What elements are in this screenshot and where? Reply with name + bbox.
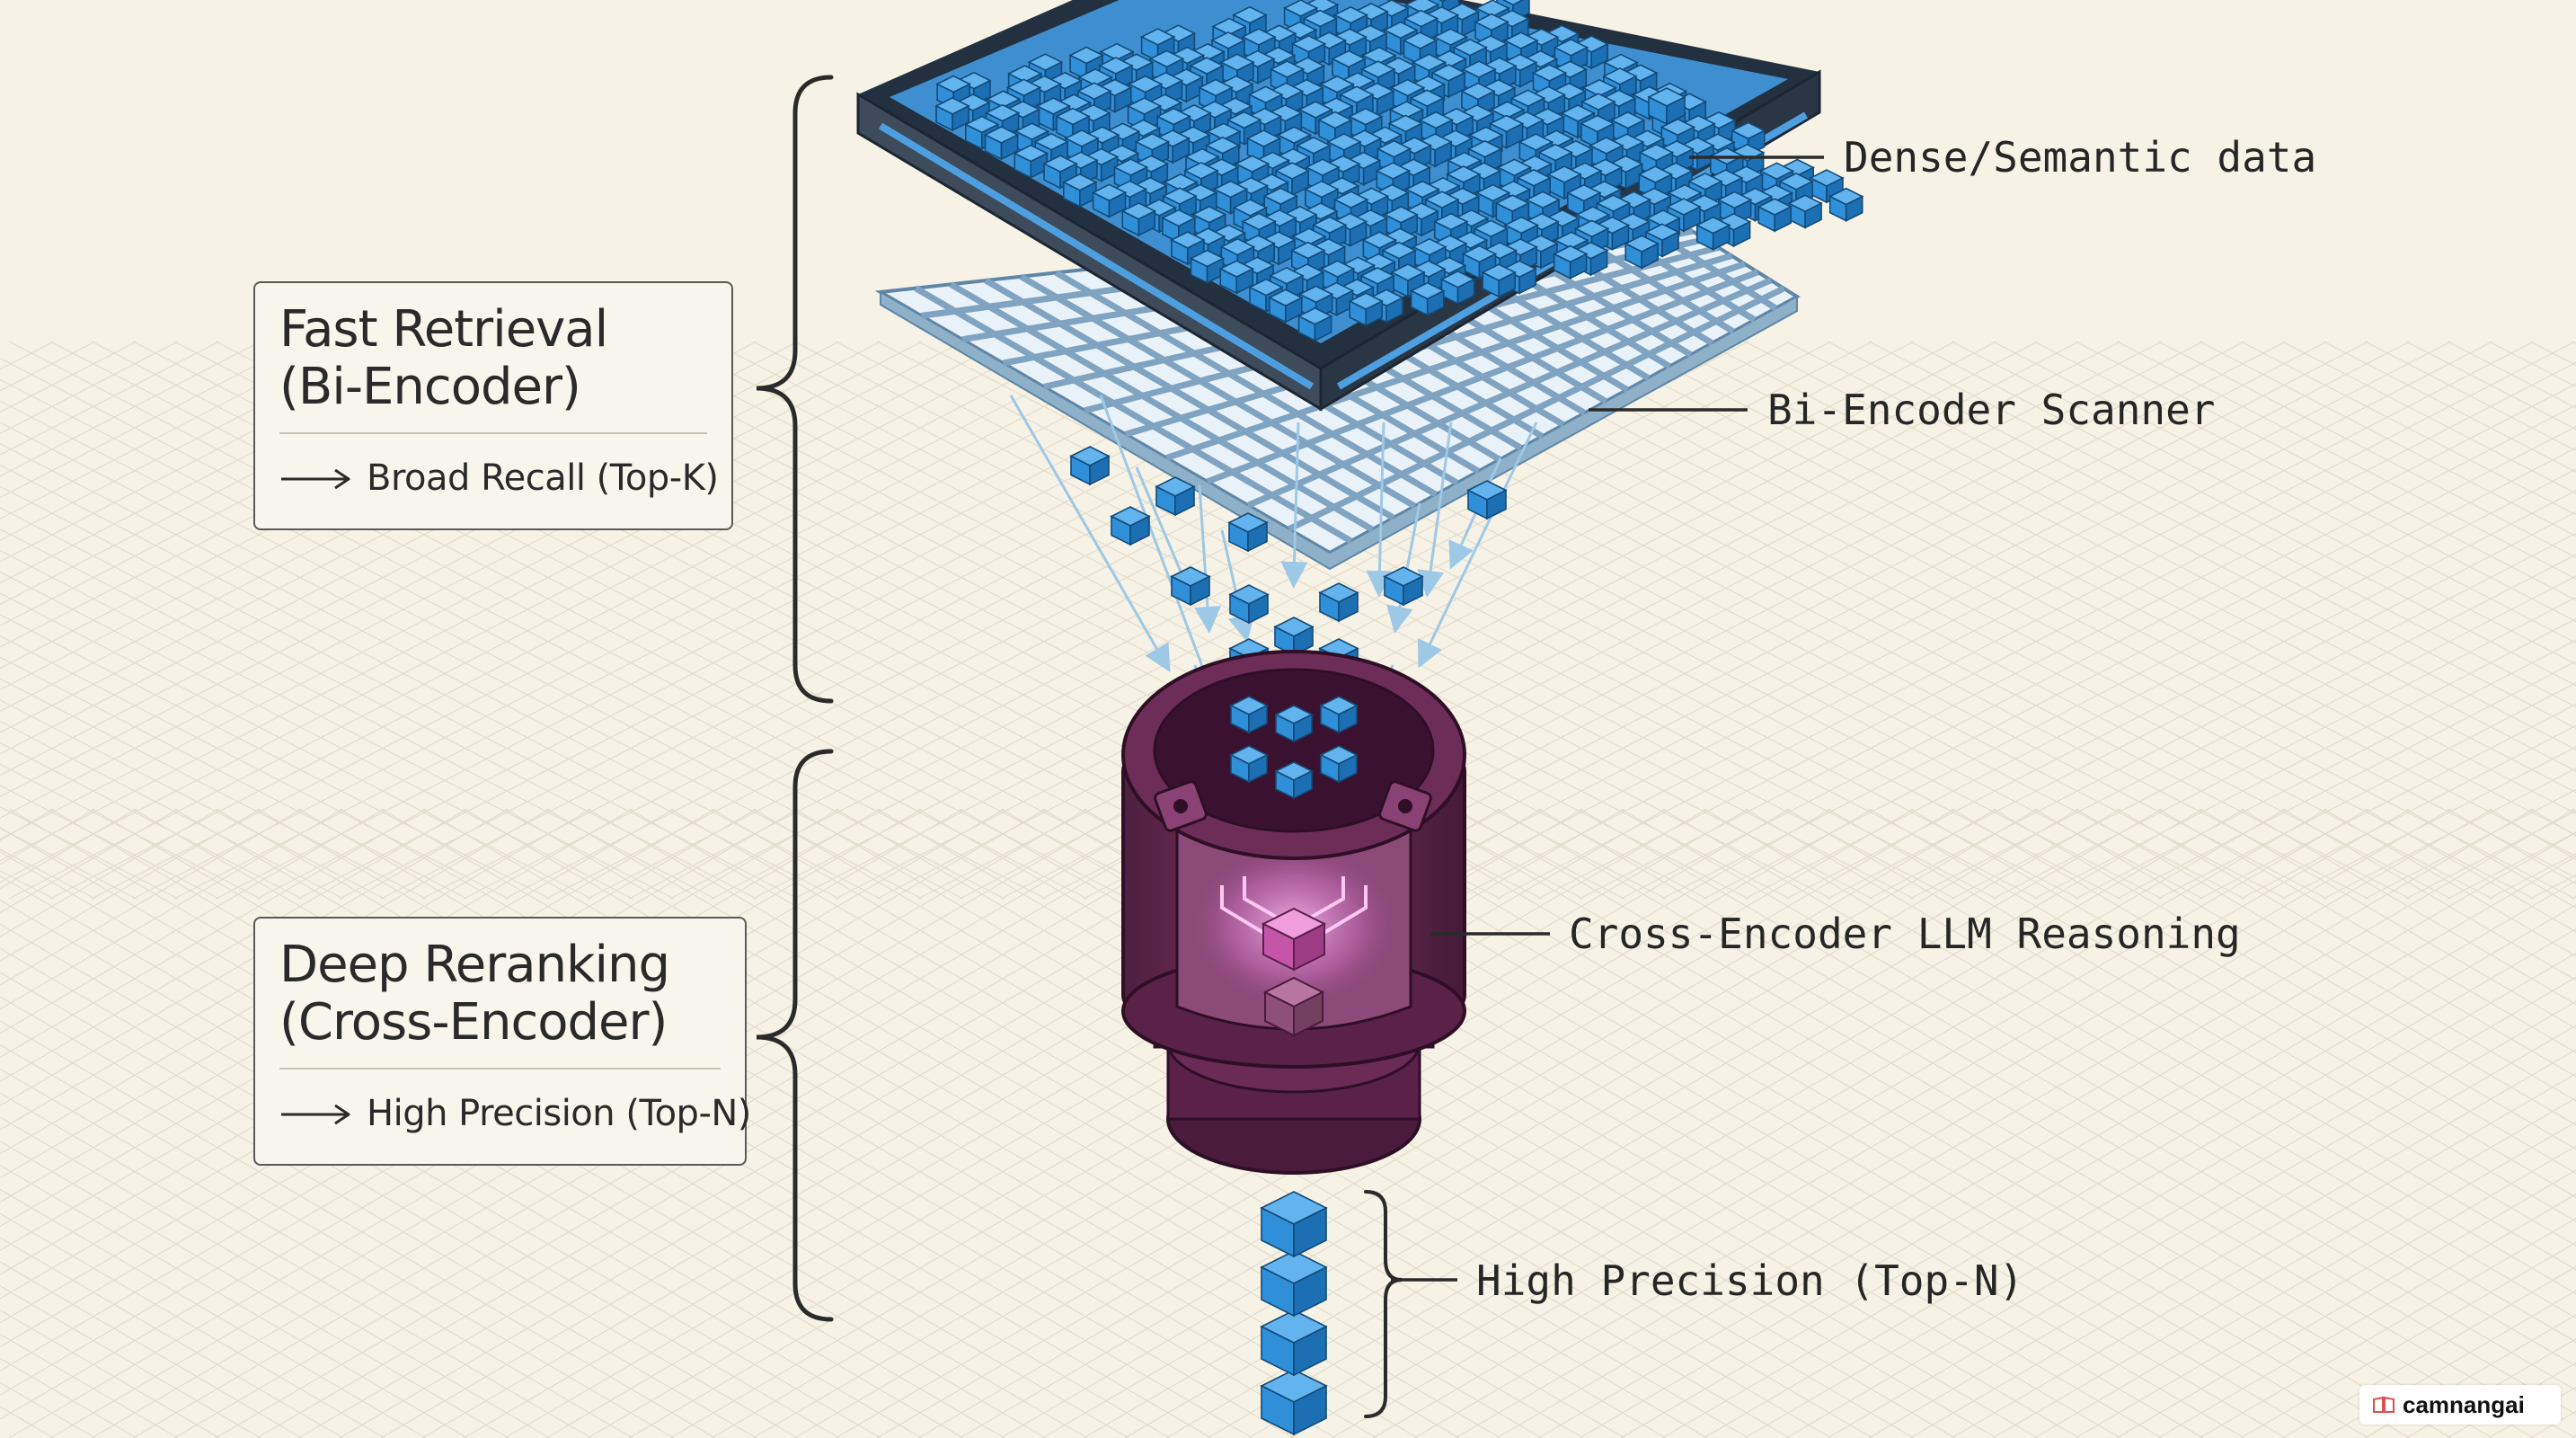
callout-dense-semantic-data: Dense/Semantic data: [1844, 133, 2317, 182]
fast-retrieval-title-line2: (Bi-Encoder): [279, 358, 581, 416]
data-cube: [1787, 194, 1823, 229]
data-cube: [1757, 198, 1793, 233]
long-arrow-right-icon: [281, 1104, 350, 1125]
candidate-cube: [1170, 566, 1211, 607]
data-cube: [934, 97, 970, 132]
data-cube: [1828, 187, 1864, 222]
candidate-cube: [1466, 480, 1508, 520]
fast-retrieval-subtitle: Broad Recall (Top-K): [367, 457, 719, 499]
candidate-cube: [1273, 617, 1315, 657]
data-cube: [935, 75, 971, 110]
data-cube: [1730, 121, 1766, 156]
candidate-cube: [1155, 476, 1196, 517]
cross-encoder-reranker: [1121, 650, 1466, 1175]
brace-deep-reranking: [756, 749, 834, 1322]
rerank-cube: [1274, 705, 1314, 743]
candidate-cube: [1110, 506, 1151, 546]
rerank-cube: [1229, 696, 1269, 734]
top-n-cube: [1260, 1369, 1328, 1436]
data-cube: [1481, 263, 1517, 298]
callout-high-precision-output: High Precision (Top-N): [1476, 1256, 2024, 1305]
candidate-cube: [1383, 566, 1424, 607]
data-cube: [1624, 235, 1660, 270]
data-cube: [1695, 216, 1731, 251]
rerank-cube: [1319, 696, 1359, 734]
dense-semantic-data-tray: [856, 0, 1864, 571]
candidate-cube: [1069, 446, 1111, 486]
data-cube: [1091, 183, 1128, 218]
glowing-circuit: [1220, 876, 1368, 1037]
data-cube: [1062, 173, 1098, 209]
data-cube: [1439, 270, 1476, 306]
data-cube: [1189, 249, 1226, 284]
candidate-cube: [1227, 512, 1269, 553]
data-cube: [1716, 191, 1753, 226]
callout-leader-lines: [1391, 155, 1824, 1282]
brace-fast-retrieval: [756, 75, 834, 704]
camnangai-watermark: camnangai: [2359, 1385, 2561, 1425]
deep-reranking-title-line2: (Cross-Encoder): [279, 993, 668, 1052]
data-cube: [1042, 155, 1078, 190]
deep-reranking-title: Deep Reranking (Cross-Encoder): [279, 936, 670, 1052]
top-n-cube: [1260, 1191, 1328, 1258]
fast-retrieval-box: Fast Retrieval (Bi-Encoder) Broad Recall…: [253, 281, 733, 530]
deep-reranking-box: Deep Reranking (Cross-Encoder) High Prec…: [253, 917, 751, 1166]
watermark-text: camnangai: [2403, 1391, 2525, 1418]
data-cube: [1647, 87, 1686, 126]
data-cube: [983, 126, 1020, 161]
dense-data-cubes: [934, 0, 1864, 342]
rerank-cube: [1319, 745, 1359, 784]
top-n-cube: [1260, 1309, 1328, 1377]
top-n-cube: [1260, 1250, 1328, 1318]
data-cube: [1013, 144, 1049, 179]
data-cube: [1552, 244, 1589, 280]
fast-retrieval-title: Fast Retrieval (Bi-Encoder): [279, 300, 608, 416]
candidate-cube: [1228, 584, 1270, 625]
data-cube: [1297, 306, 1333, 342]
fast-retrieval-title-line1: Fast Retrieval: [279, 300, 608, 359]
rerank-cube: [1229, 745, 1269, 784]
fast-retrieval-divider: [279, 432, 707, 434]
deep-reranking-subtitle: High Precision (Top-N): [367, 1093, 751, 1134]
deep-reranking-divider: [279, 1068, 721, 1070]
deep-reranking-title-line1: Deep Reranking: [279, 936, 670, 994]
data-cube: [1268, 288, 1304, 324]
data-cube: [1161, 209, 1197, 244]
data-cube: [1218, 260, 1255, 295]
callout-bi-encoder-scanner: Bi-Encoder Scanner: [1767, 386, 2216, 434]
data-cube: [1120, 201, 1157, 237]
long-arrow-right-icon: [281, 468, 350, 490]
top-n-output-stack: [1260, 1191, 1328, 1436]
data-cube: [1068, 46, 1104, 81]
callout-cross-encoder-llm: Cross-Encoder LLM Reasoning: [1569, 910, 2241, 958]
data-cube: [1409, 281, 1446, 316]
book-icon: [2373, 1396, 2395, 1413]
data-cube: [1348, 292, 1384, 327]
candidate-cube: [1318, 582, 1359, 623]
rerank-cube: [1274, 761, 1314, 800]
